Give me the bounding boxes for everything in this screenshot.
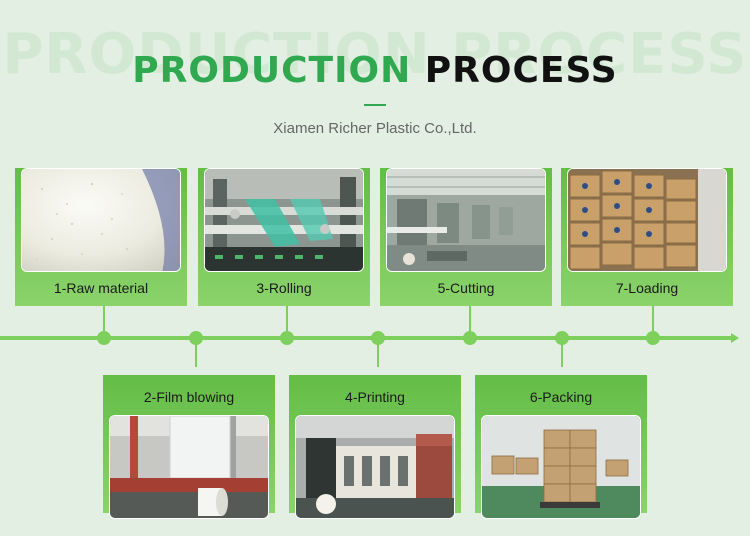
step-label-film-blowing: 2-Film blowing <box>143 389 235 405</box>
company-subtitle: Xiamen Richer Plastic Co.,Ltd. <box>273 120 477 137</box>
step-card-packing: 6-Packing <box>475 375 647 519</box>
step-card-cutting: 5-Cutting <box>380 168 552 306</box>
background-title: PRODUCTION PROCESS <box>2 22 748 87</box>
stem-4 <box>377 340 379 367</box>
stem-5 <box>469 306 471 333</box>
packing-photo <box>481 415 641 519</box>
stem-3 <box>286 306 288 333</box>
rolling-photo <box>204 168 364 272</box>
raw-material-photo <box>21 168 181 272</box>
timeline-dot-4 <box>371 331 385 345</box>
timeline-dot-6 <box>555 331 569 345</box>
stem-7 <box>652 306 654 333</box>
step-label-loading: 7-Loading <box>615 280 679 296</box>
step-label-printing: 4-Printing <box>345 389 405 405</box>
step-card-loading: 7-Loading <box>561 168 733 306</box>
loading-photo <box>567 168 727 272</box>
step-card-film-blowing: 2-Film blowing <box>103 375 275 519</box>
step-label-rolling: 3-Rolling <box>256 280 312 296</box>
timeline-dot-5 <box>463 331 477 345</box>
printing-photo <box>295 415 455 519</box>
step-card-raw-material: 1-Raw material <box>15 168 187 306</box>
stem-1 <box>103 306 105 333</box>
film-blowing-photo <box>109 415 269 519</box>
step-card-printing: 4-Printing <box>289 375 461 519</box>
timeline-dot-7 <box>646 331 660 345</box>
step-card-rolling: 3-Rolling <box>198 168 370 306</box>
title-green: PRODUCTION <box>132 50 412 91</box>
stem-6 <box>561 340 563 367</box>
step-label-packing: 6-Packing <box>529 389 593 405</box>
cutting-photo <box>386 168 546 272</box>
stem-2 <box>195 340 197 367</box>
page-title: PRODUCTION PROCESS <box>0 50 750 91</box>
timeline-dot-2 <box>189 331 203 345</box>
step-label-cutting: 5-Cutting <box>437 280 495 296</box>
timeline-line <box>0 336 733 340</box>
timeline-dot-3 <box>280 331 294 345</box>
title-divider <box>364 104 386 106</box>
title-black: PROCESS <box>424 50 618 91</box>
step-label-raw-material: 1-Raw material <box>53 280 149 296</box>
timeline-dot-1 <box>97 331 111 345</box>
timeline-arrow-icon <box>731 333 739 343</box>
